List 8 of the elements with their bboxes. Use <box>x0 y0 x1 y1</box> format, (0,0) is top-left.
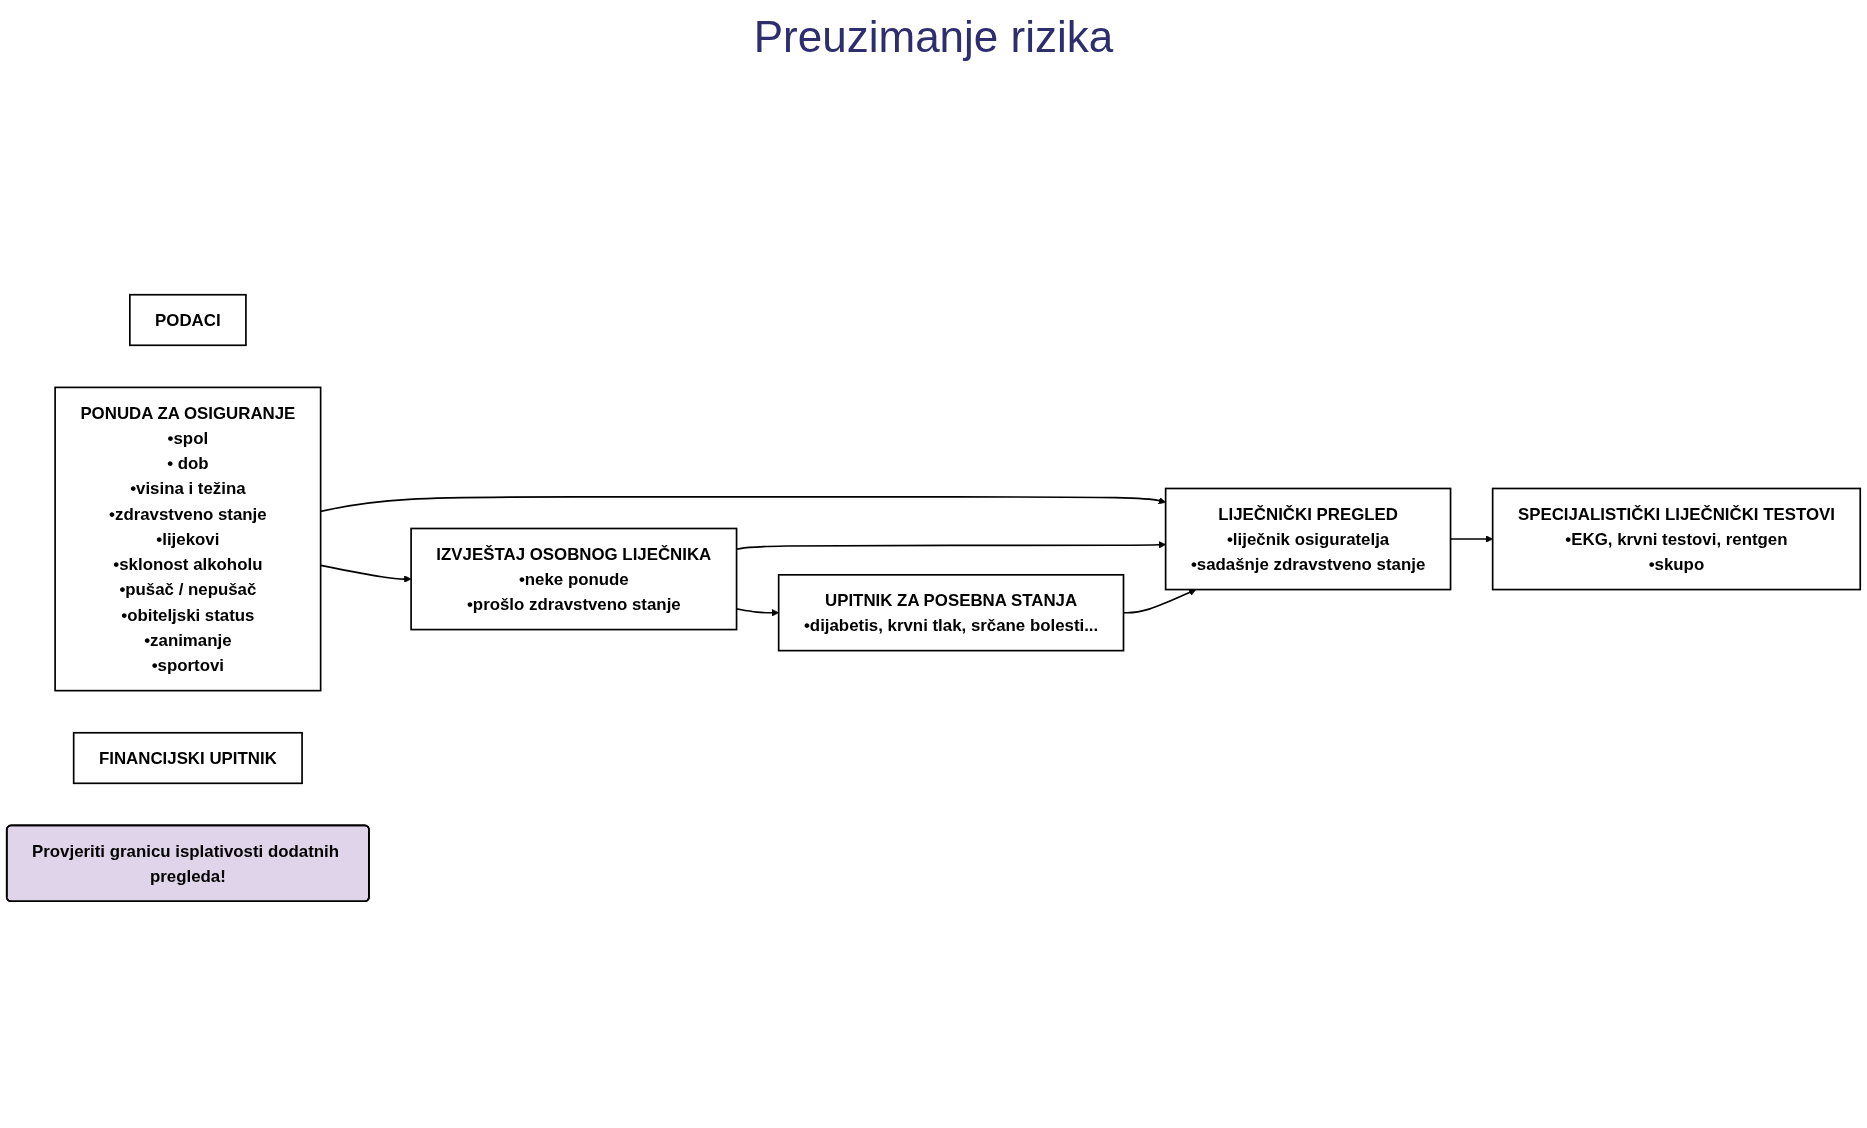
node-box: FINANCIJSKI UPITNIK <box>72 731 303 785</box>
node-box: LIJEČNIČKI PREGLED •liječnik osiguratelja •sadašnje zdravstveno stanje <box>1164 487 1452 591</box>
node-box: SPECIJALISTIČKI LIJEČNIČKI TESTOVI •EKG, krvni testovi, rentgen •skupo <box>1491 487 1862 591</box>
node-box: PONUDA ZA OSIGURANJE •spol • dob •visina i težina •zdravstveno stanje •lijekovi •sklonost alkoholu •pušač / nepušač •obiteljski status •zanimanje •sportovi <box>54 386 322 692</box>
title: Preuzimanje rizika <box>753 12 1114 62</box>
node-box: IZVJEŠTAJ OSOBNOG LIJEČNIKA •neke ponude •prošlo zdravstveno stanje <box>410 527 738 631</box>
node-box: UPITNIK ZA POSEBNA STANJA •dijabetis, krvni tlak, srčane bolesti... <box>777 574 1125 652</box>
node-box: PODACI <box>129 293 247 347</box>
